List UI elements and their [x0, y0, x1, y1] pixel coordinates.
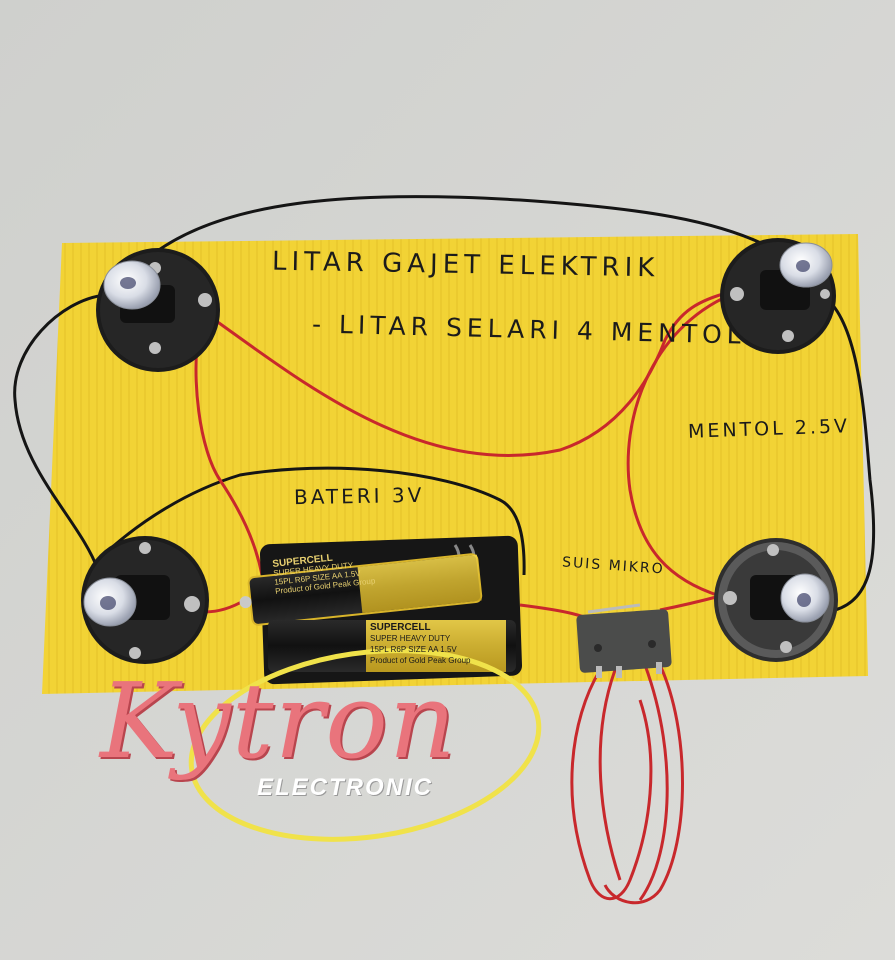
- battery-bottom-maker: Product of Gold Peak Group: [370, 656, 471, 665]
- battery-bottom-type: SUPER HEAVY DUTY: [370, 634, 451, 643]
- battery-bottom-brand: SUPERCELL: [370, 622, 431, 633]
- battery-bottom-spec: 15PL R6P SIZE AA 1.5V: [370, 645, 457, 654]
- bulb-holder-top-right: [720, 238, 836, 354]
- battery-bottom-print: SUPERCELL SUPER HEAVY DUTY 15PL R6P SIZE…: [370, 622, 471, 666]
- battery-cell-top: [239, 553, 483, 626]
- bulb-holder-bottom-left: [81, 536, 209, 664]
- micro-switch: [576, 603, 672, 678]
- battery-label: BATERI 3V: [293, 482, 425, 510]
- watermark-brand: Kytron: [100, 660, 457, 782]
- bulb-holder-top-left: [96, 248, 220, 372]
- bulb-holder-bottom-right: [714, 538, 838, 662]
- watermark-sub: ELECTRONIC: [257, 774, 433, 801]
- battery-holder: [239, 535, 523, 685]
- watermark-ring: [188, 648, 542, 842]
- black-wires: [13, 195, 876, 612]
